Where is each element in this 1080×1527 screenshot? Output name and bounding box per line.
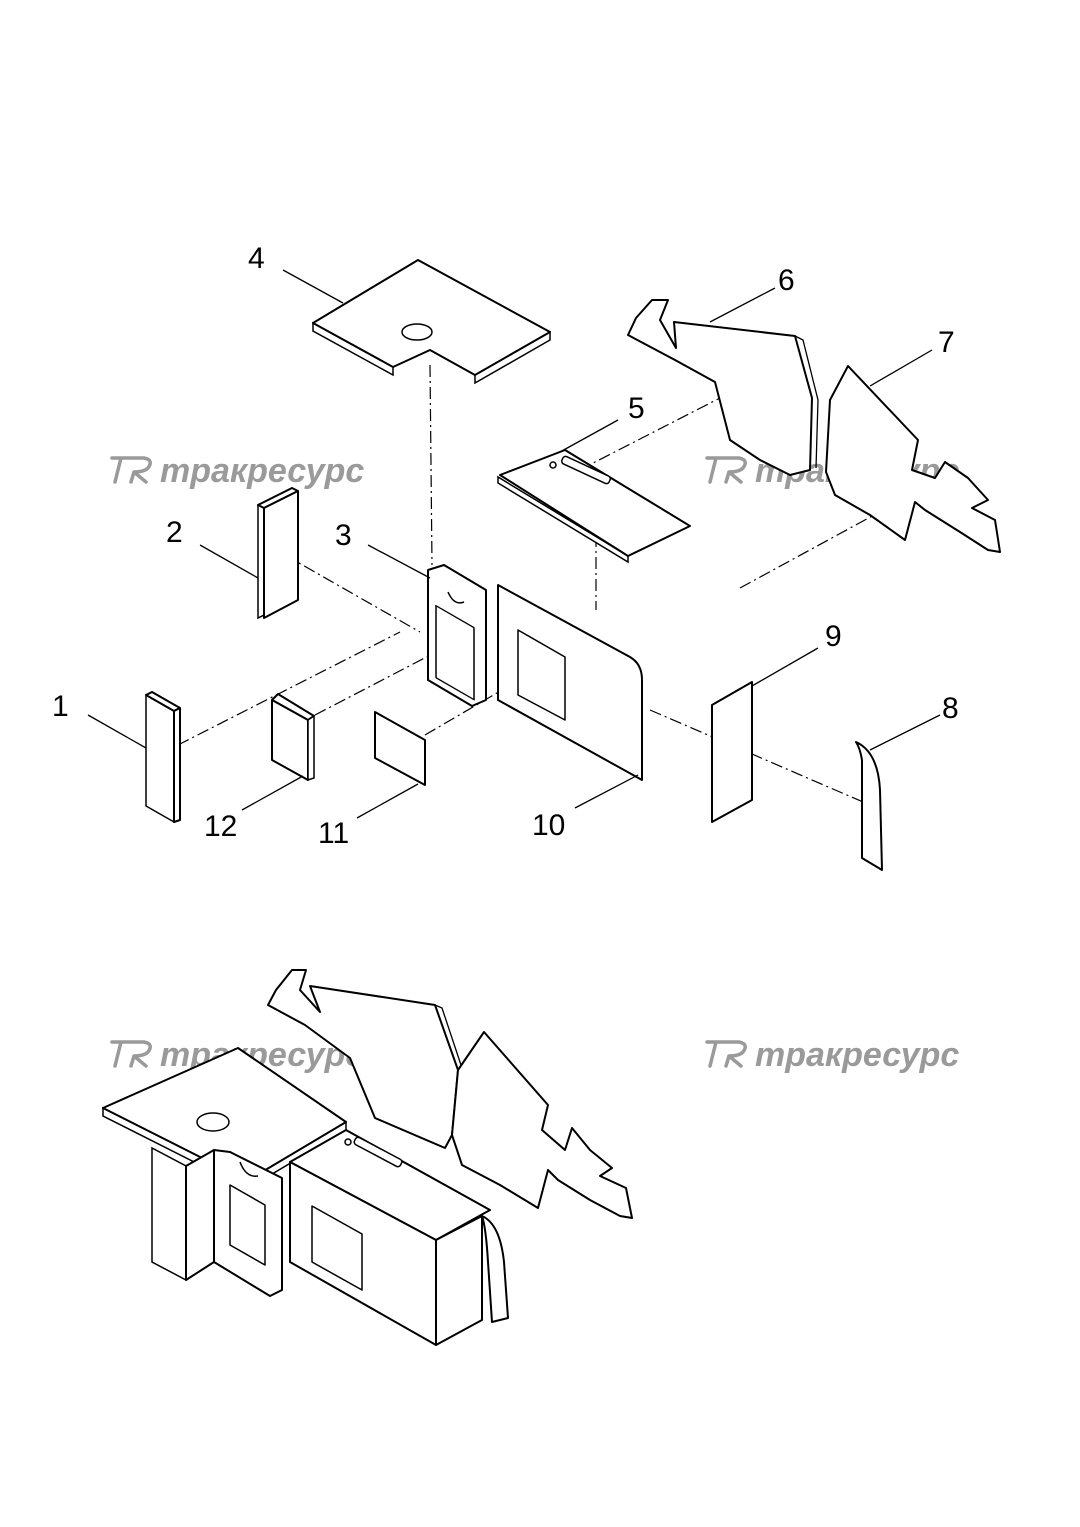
callout-6: 6: [778, 264, 795, 297]
part-4-top-panel: [312, 259, 551, 385]
callout-labels: 1 2 3 4 5 6 7 8 9 10 11 12: [52, 242, 959, 850]
callout-12: 12: [204, 810, 237, 843]
callout-11: 11: [318, 817, 349, 850]
part-2-strip: [257, 487, 299, 620]
watermark-text: тракресурс: [755, 1036, 959, 1074]
part-9-plate: [711, 681, 753, 823]
assembled-view: [102, 969, 633, 1346]
callout-3: 3: [335, 519, 352, 552]
tr-logo-icon: [705, 456, 747, 484]
callout-8: 8: [942, 692, 959, 725]
callout-4: 4: [248, 242, 265, 275]
callout-7: 7: [938, 326, 955, 359]
part-12-block: [271, 693, 315, 782]
part-7-side-panel: [825, 365, 1001, 553]
tr-logo-icon: [110, 1040, 152, 1068]
callout-1: 1: [52, 690, 69, 723]
part-6-side-panel: [627, 299, 819, 476]
tr-logo-icon: [110, 456, 152, 484]
part-1-strip: [145, 691, 181, 824]
callout-10: 10: [532, 809, 565, 842]
watermark-4: тракресурс: [705, 1036, 959, 1074]
tr-logo-icon: [705, 1040, 747, 1068]
part-5-cover-plate: [497, 449, 691, 564]
callout-9: 9: [825, 620, 842, 653]
callout-5: 5: [628, 392, 645, 425]
part-3-frame: [427, 564, 487, 707]
leader-lines: [87, 269, 941, 819]
watermark-1: тракресурс: [110, 452, 364, 490]
part-8-curved-strip: [855, 741, 883, 871]
part-10-large-panel: [497, 584, 643, 781]
watermark-text: тракресурс: [160, 452, 364, 490]
part-11-pad: [374, 711, 426, 786]
callout-2: 2: [166, 516, 183, 549]
